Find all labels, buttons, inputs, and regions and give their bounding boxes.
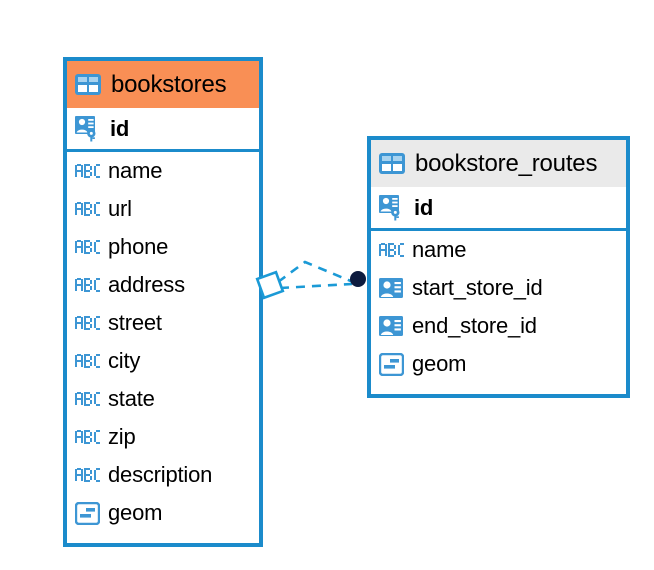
field-row-id[interactable]: id (371, 187, 626, 231)
field-label: phone (108, 234, 169, 259)
relationship-connector[interactable] (250, 238, 385, 313)
field-label: address (108, 272, 185, 297)
relationship-line-lower (279, 282, 353, 290)
field-row-street[interactable]: street (67, 304, 259, 342)
field-row-state[interactable]: state (67, 380, 259, 418)
abc-text-icon (75, 392, 100, 406)
field-list-bookstore-routes: id nam (371, 187, 626, 383)
geometry-icon (75, 501, 100, 525)
field-label: zip (108, 424, 136, 449)
abc-text-icon (75, 316, 100, 330)
primary-key-icon (379, 194, 406, 221)
field-row-end-store-id[interactable]: end_store_id (371, 307, 626, 345)
field-row-zip[interactable]: zip (67, 418, 259, 456)
field-row-phone[interactable]: phone (67, 228, 259, 266)
field-row-id[interactable]: id (67, 108, 259, 152)
field-row-url[interactable]: url (67, 190, 259, 228)
entity-header-bookstores[interactable]: bookstores (67, 61, 259, 108)
field-label: end_store_id (412, 313, 537, 338)
entity-title: bookstores (111, 70, 227, 98)
abc-text-icon (75, 278, 100, 292)
field-label: geom (412, 351, 467, 376)
field-row-start-store-id[interactable]: start_store_id (371, 269, 626, 307)
field-row-description[interactable]: description (67, 456, 259, 494)
relationship-line-upper (277, 260, 354, 284)
abc-text-icon (75, 354, 100, 368)
field-label: id (414, 194, 434, 220)
field-label: name (412, 237, 467, 262)
field-label: city (108, 348, 141, 373)
abc-text-icon (75, 240, 100, 254)
field-label: description (108, 462, 213, 487)
field-label: start_store_id (412, 275, 543, 300)
field-label: url (108, 196, 132, 221)
field-list-bookstores: id nam (67, 108, 259, 532)
abc-text-icon (379, 243, 404, 257)
table-icon (75, 74, 101, 95)
foreign-key-icon (379, 315, 404, 337)
geometry-icon (379, 352, 404, 376)
field-label: name (108, 158, 163, 183)
field-label: state (108, 386, 155, 411)
field-row-geom[interactable]: geom (371, 345, 626, 383)
field-row-geom[interactable]: geom (67, 494, 259, 532)
abc-text-icon (75, 468, 100, 482)
field-row-address[interactable]: address (67, 266, 259, 304)
abc-text-icon (75, 164, 100, 178)
entity-bookstores[interactable]: bookstores (63, 57, 263, 547)
field-row-name[interactable]: name (67, 152, 259, 190)
entity-title: bookstore_routes (415, 149, 598, 177)
entity-header-bookstore-routes[interactable]: bookstore_routes (371, 140, 626, 187)
field-row-name[interactable]: name (371, 231, 626, 269)
entity-bookstore-routes[interactable]: bookstore_routes (367, 136, 630, 398)
abc-text-icon (75, 202, 100, 216)
table-icon (379, 153, 405, 174)
filled-circle-marker (350, 271, 366, 287)
field-label: geom (108, 500, 163, 525)
abc-text-icon (75, 430, 100, 444)
foreign-key-icon (379, 277, 404, 299)
primary-key-icon (75, 115, 102, 142)
field-label: id (110, 115, 130, 141)
field-row-city[interactable]: city (67, 342, 259, 380)
field-label: street (108, 310, 162, 335)
